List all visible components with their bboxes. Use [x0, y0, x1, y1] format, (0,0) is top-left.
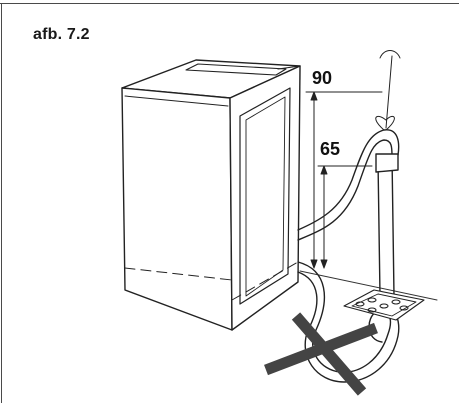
washing-machine [121, 59, 301, 331]
cross-out-mark [264, 312, 378, 396]
dimension-label-upper: 90 [312, 68, 332, 88]
dimension-65 [317, 165, 373, 269]
dimension-label-lower: 65 [320, 139, 340, 159]
frame-left-rule [1, 3, 2, 403]
frame-top-rule [0, 3, 459, 4]
floor-drain [343, 289, 425, 321]
dimension-90 [305, 91, 383, 269]
drain-hose [297, 129, 400, 383]
hose-tie-string [375, 50, 401, 131]
figure-caption: afb. 7.2 [33, 26, 90, 43]
